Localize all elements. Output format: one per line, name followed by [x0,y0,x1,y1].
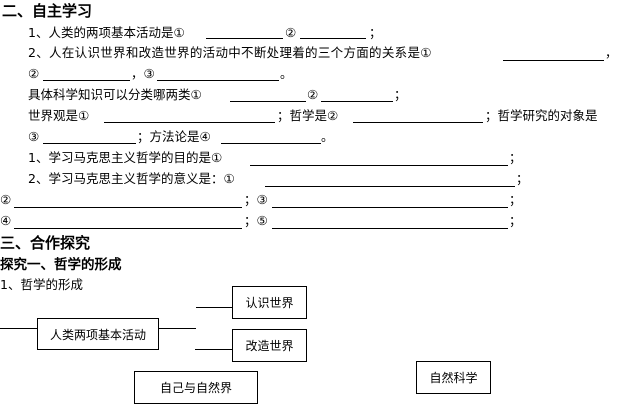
q4-m3: ③ [28,129,40,144]
diagram-line-center-right [158,328,196,329]
q6-blank-3[interactable] [272,207,508,208]
q6-r4: ④ [0,213,12,228]
diagram-mid-label: 改造世界 [245,339,294,353]
diagram-box-right: 自然科学 [416,361,491,394]
q6-r2: ② [0,192,12,207]
q6-blank-5[interactable] [272,228,508,229]
diagram-box-center: 人类两项基本活动 [37,318,159,350]
q6-end: ； [516,171,529,186]
q4-tail: ；哲学研究的对象是 [485,108,598,123]
q2-sep: ，③ [131,66,155,81]
q1-blank-2[interactable] [300,38,366,39]
q4-blank-3[interactable] [43,143,136,144]
diagram-line-mid [195,349,232,350]
section3-subtitle: 探究一、哲学的形成 [0,257,122,273]
q3-text: 具体科学知识可以分类哪两类① [28,87,202,102]
q2-blank-2[interactable] [43,80,130,81]
q6-r3end: ； [509,192,522,207]
q2-text: 2、人在认识世界和改造世界的活动中不断处理着的三个方面的关系是① [28,45,432,60]
q4-mid2: ；方法论是④ [137,129,211,144]
diagram-line-left [0,328,37,329]
diagram-box-mid: 改造世界 [232,329,307,362]
q5-end: ； [509,150,522,165]
diagram-box-top: 认识世界 [232,286,307,319]
q3-blank-1[interactable] [230,101,306,102]
q6-r4end: ；⑤ [244,213,268,228]
q6-blank-4[interactable] [14,228,242,229]
q2-end: ， [605,45,618,60]
q6-r5end: ； [509,213,522,228]
diagram-line-top [196,307,232,308]
q6-blank-2[interactable] [14,207,242,208]
q5-text: 1、学习马克思主义哲学的目的是① [28,150,223,165]
q4-blank-1[interactable] [104,122,275,123]
diagram-top-label: 认识世界 [245,296,294,310]
q1-end: ； [369,25,382,40]
q6-text: 2、学习马克思主义哲学的意义是：① [28,171,235,186]
section3-title: 三、合作探究 [0,234,91,252]
q4-blank-4[interactable] [221,143,321,144]
q6-blank-1[interactable] [265,186,515,187]
q3-blank-2[interactable] [321,101,393,102]
section2-title: 二、自主学习 [2,2,93,20]
q4-end: 。 [321,129,334,144]
q2-blank-1[interactable] [503,60,604,61]
diagram-right-label: 自然科学 [429,371,478,385]
q2-blank-3[interactable] [157,80,279,81]
q5-blank-1[interactable] [250,165,508,166]
q4-blank-2[interactable] [353,122,483,123]
q3-end: ； [394,87,407,102]
section3-item: 1、哲学的形成 [0,277,83,292]
diagram-bottom-label: 自己与自然界 [159,381,232,395]
q3-m2: ② [307,87,319,102]
q4-mid: ；哲学是② [277,108,339,123]
q2-m2: ② [28,66,40,81]
q1-text: 1、人类的两项基本活动是① [28,25,185,40]
q6-r2end: ；③ [244,192,268,207]
q1-m2: ② [285,25,297,40]
diagram-center-label: 人类两项基本活动 [49,327,146,342]
diagram-box-bottom: 自己与自然界 [134,371,258,404]
q1-blank-1[interactable] [206,38,283,39]
q4-text: 世界观是① [28,108,90,123]
q2-end2: 。 [280,66,293,81]
